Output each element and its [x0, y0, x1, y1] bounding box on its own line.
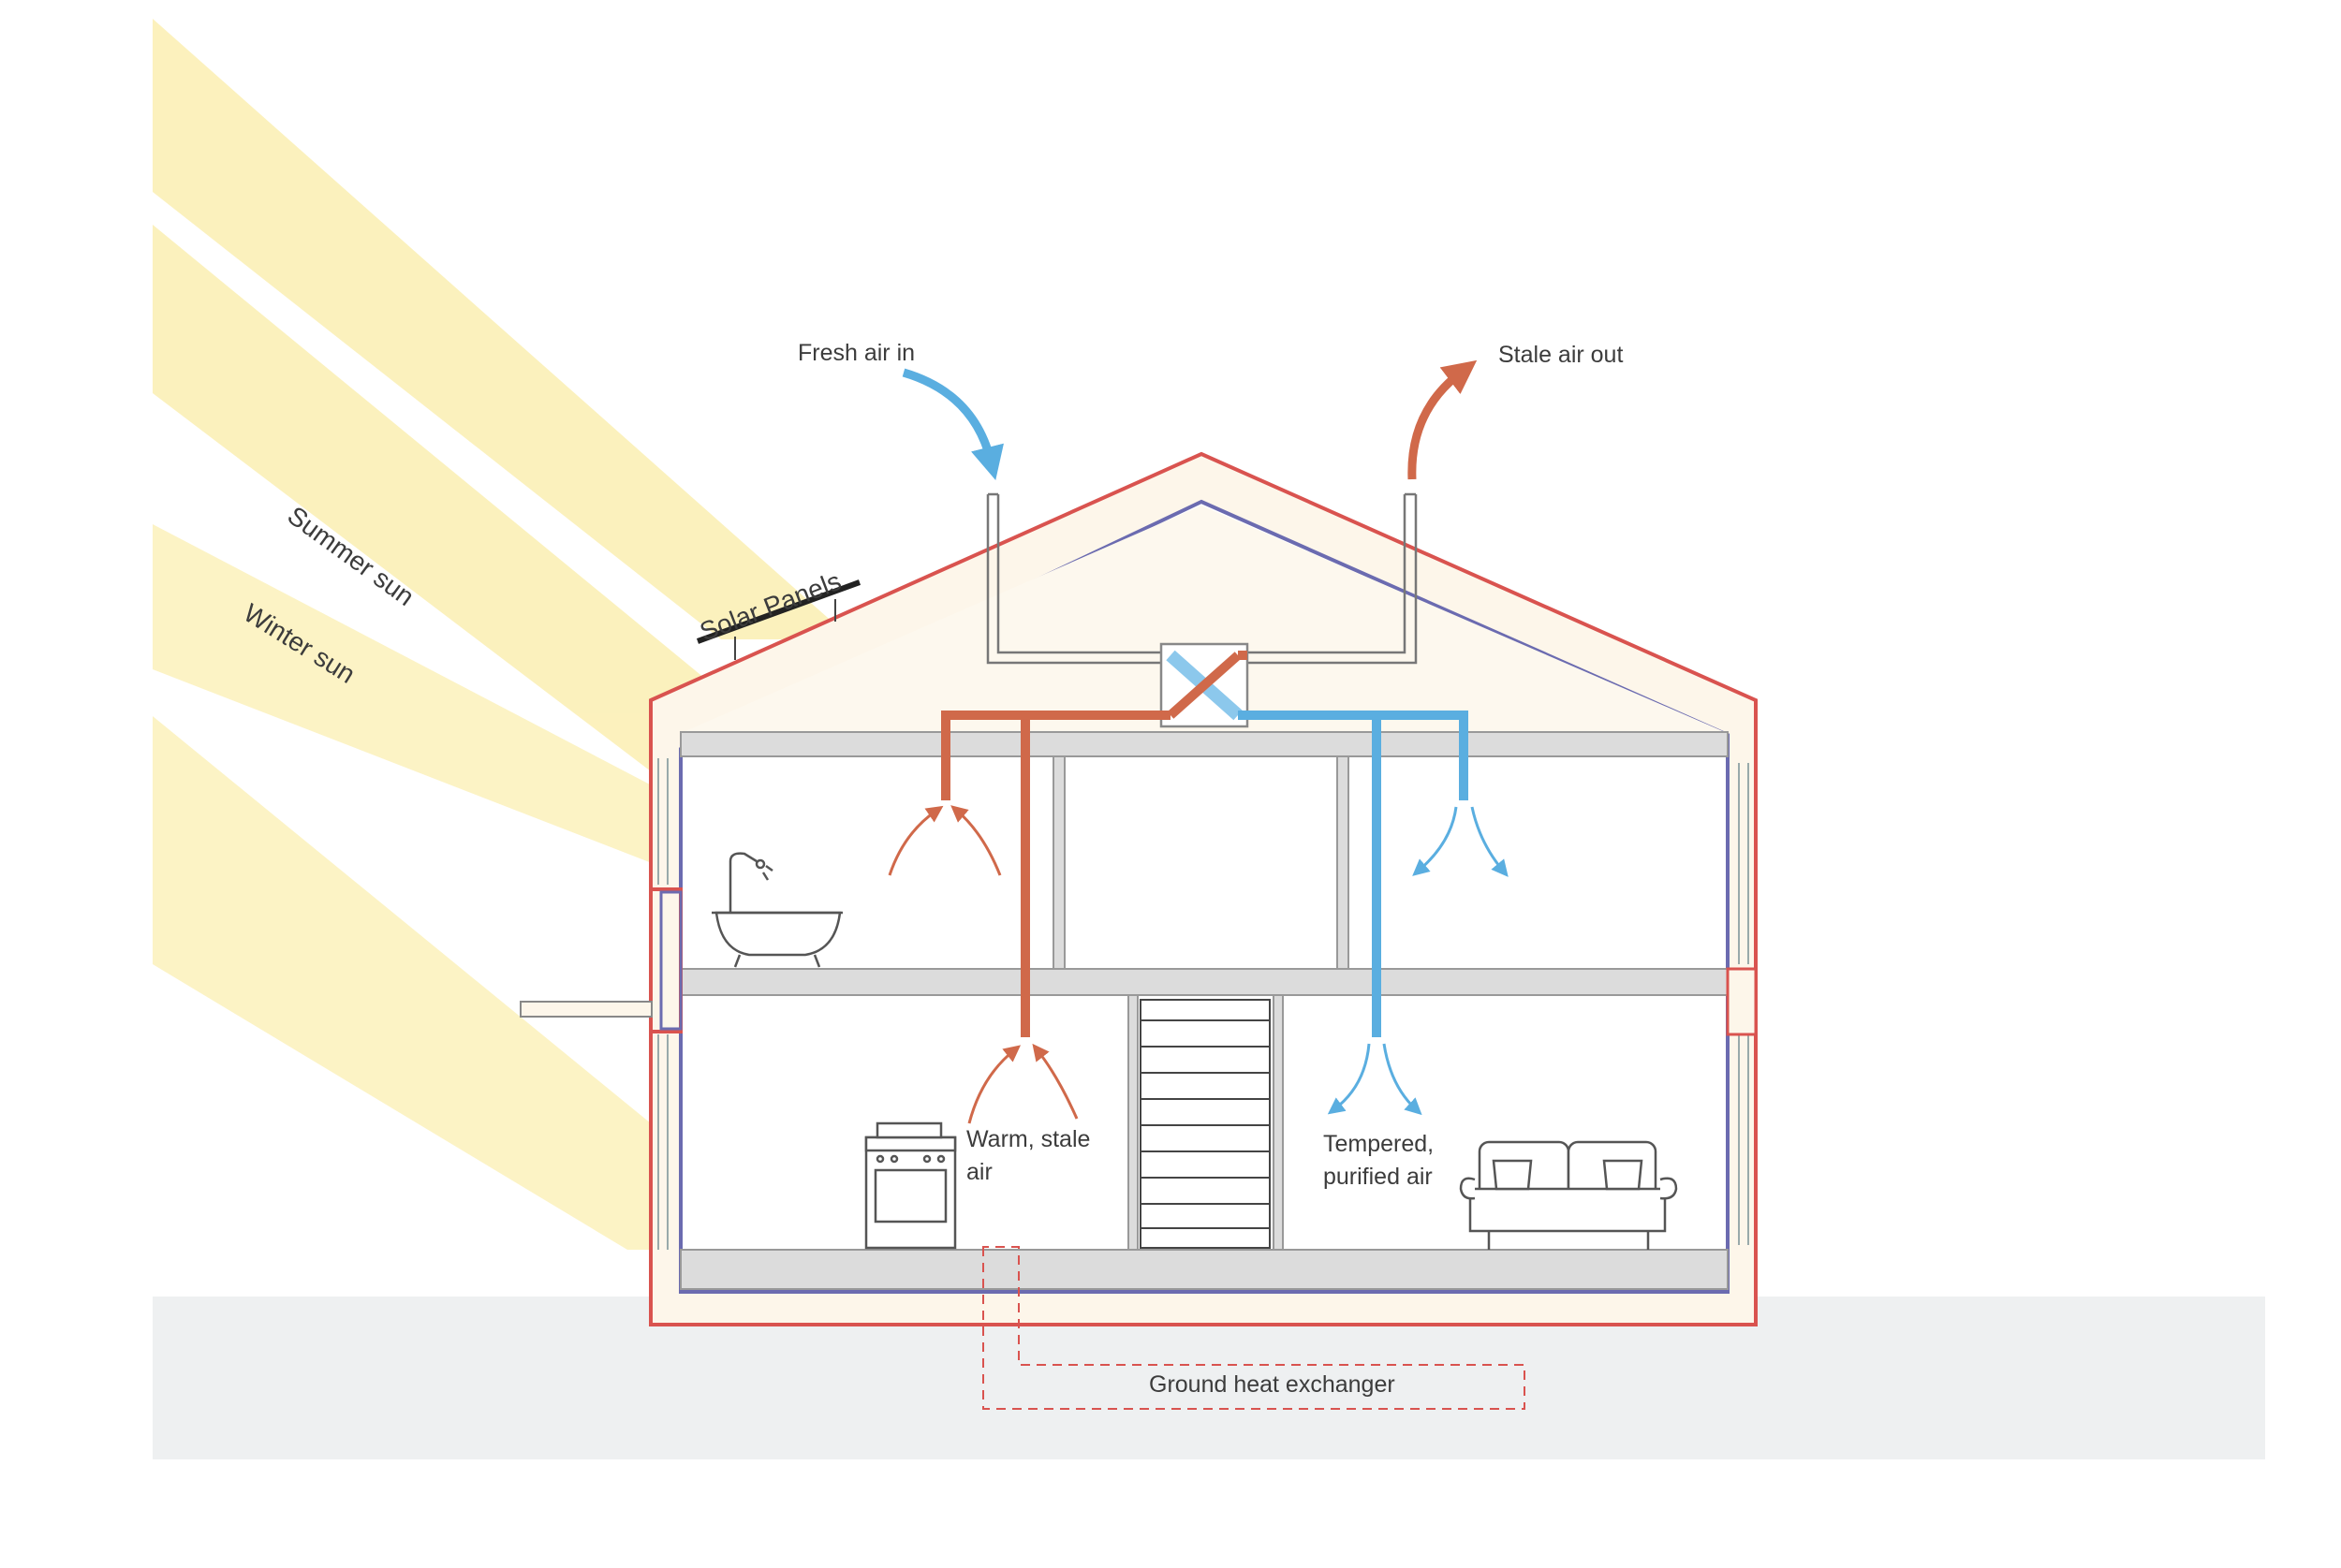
stove-icon	[864, 1121, 957, 1250]
left-windows	[657, 758, 669, 1250]
stale-air-out-label: Stale air out	[1498, 342, 1623, 368]
left-wall-bay-inner	[659, 890, 683, 1031]
tempered-air-label-line2: purified air	[1323, 1164, 1433, 1190]
fresh-air-in-label: Fresh air in	[798, 340, 915, 366]
right-wall-bay	[1726, 967, 1758, 1036]
fresh-air-ducts	[1238, 711, 1468, 1037]
bathtub-icon	[712, 852, 843, 968]
stair-wall-right	[1273, 994, 1284, 1251]
fresh-air-arrows	[1327, 806, 1509, 1116]
middle-floor	[680, 968, 1729, 996]
sofa-icon	[1459, 1140, 1678, 1250]
intake-exhaust-ducts	[986, 492, 1418, 665]
tempered-air-label-line1: Tempered,	[1323, 1131, 1434, 1157]
interior-wall-upper-right	[1336, 755, 1349, 970]
warm-stale-air-label-line2: air	[966, 1159, 993, 1185]
fresh-air-in-arrow	[902, 368, 1004, 480]
left-wall-bay	[649, 887, 683, 1033]
attic	[684, 506, 1725, 732]
stale-air-out-arrow	[1407, 359, 1478, 480]
interior-wall-upper-left	[1053, 755, 1066, 970]
stair-wall-left	[1127, 994, 1139, 1251]
stale-air-arrows	[888, 805, 1079, 1124]
stale-air-ducts	[941, 651, 1247, 1037]
ground-heat-exchanger-loop	[982, 1246, 1525, 1410]
hru-cross-red	[1167, 652, 1242, 719]
attic-floor	[680, 731, 1729, 757]
solar-panel	[696, 579, 861, 660]
ground-floor	[680, 1249, 1729, 1290]
right-windows	[1738, 763, 1749, 1245]
ground-heat-exchanger-label: Ground heat exchanger	[1149, 1371, 1395, 1398]
sunshade	[520, 1001, 653, 1018]
staircase	[1140, 999, 1271, 1249]
warm-stale-air-label-line1: Warm, stale	[966, 1126, 1090, 1152]
